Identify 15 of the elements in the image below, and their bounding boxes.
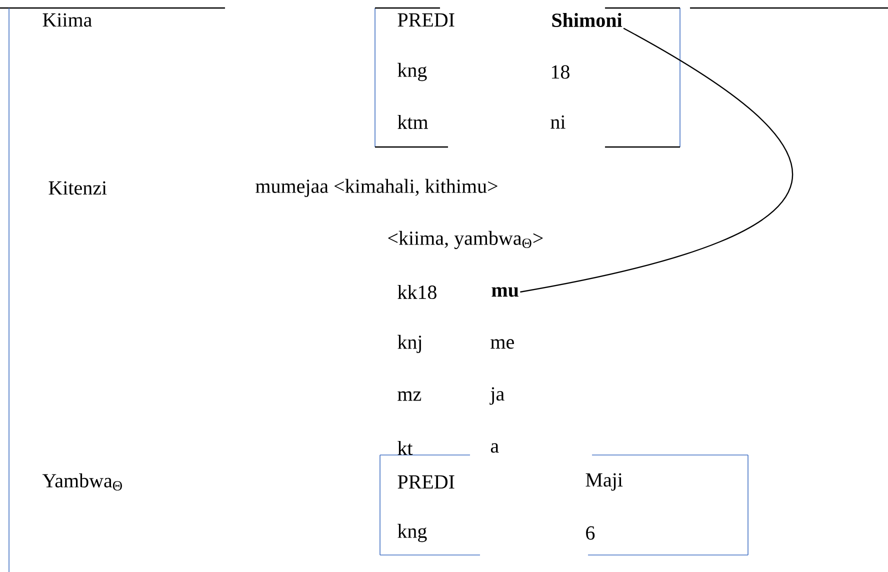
label: me xyxy=(490,339,514,349)
label: Kitenzi xyxy=(48,181,107,195)
label: Kiima xyxy=(42,13,92,27)
curved-line xyxy=(520,28,792,293)
label: kt xyxy=(398,440,413,456)
attribute-box: PREDI Maji kng 6 xyxy=(380,454,748,556)
word: mu xyxy=(492,287,518,297)
label: Yambwa$_{Θ}$ xyxy=(42,473,122,491)
label: kk18 xyxy=(398,284,436,300)
label: mumejaa <kimahali, kithimu> xyxy=(256,178,498,198)
label: <kiima, yambwa$_{Θ}$> xyxy=(388,230,543,250)
word: Shimoni xyxy=(552,12,622,28)
label: ja xyxy=(490,387,504,405)
label: knj xyxy=(398,334,422,354)
label: mz xyxy=(398,391,422,401)
